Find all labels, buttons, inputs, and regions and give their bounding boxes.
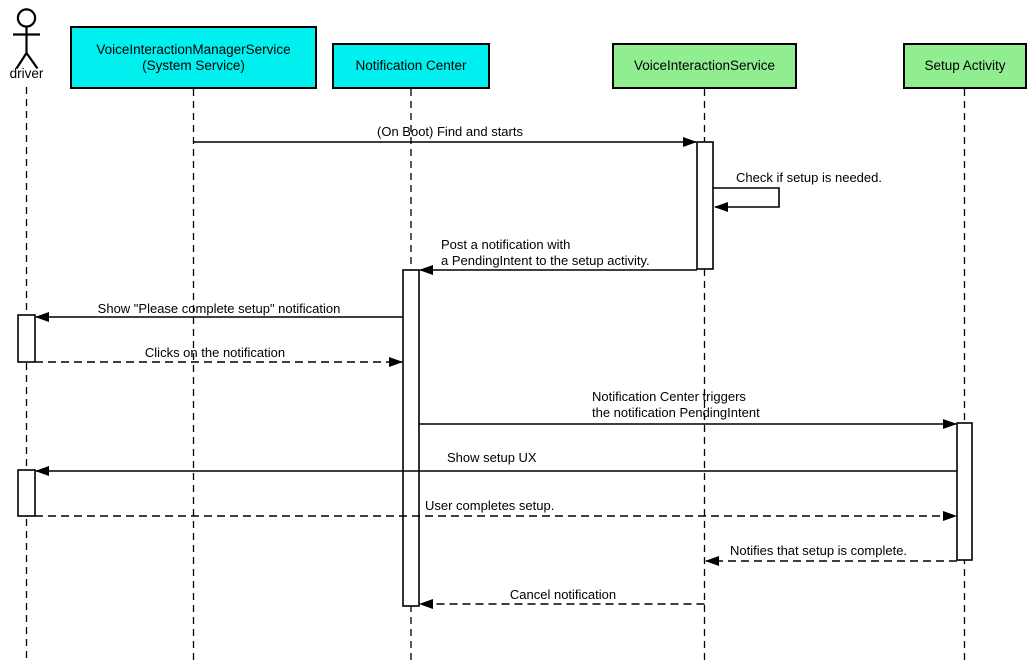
participant-label-line2: (System Service) <box>142 57 245 73</box>
message-arrow-check-if-setup-is-needed <box>713 187 780 212</box>
message-label-on-boot-find-and-starts: (On Boot) Find and starts <box>377 124 523 139</box>
message-label-check-if-setup-is-needed: Check if setup is needed. <box>736 170 882 185</box>
message-label-cancel-notification: Cancel notification <box>509 587 617 602</box>
message-label-clicks-on-the-notification: Clicks on the notification <box>144 345 286 360</box>
actor-icon <box>13 8 40 70</box>
participant-box-voice-interaction-manager-service: VoiceInteractionManagerService (System S… <box>70 26 317 89</box>
participant-label-line1: VoiceInteractionManagerService <box>96 41 291 57</box>
message-label-notification-center-triggers-pendingintent: Notification Center triggers the notific… <box>592 389 760 420</box>
participant-label: Notification Center <box>355 58 467 73</box>
activation-bar-driver-1 <box>17 314 36 363</box>
activation-bar-notification-center <box>402 269 420 607</box>
participant-label: VoiceInteractionService <box>633 58 776 73</box>
activation-bar-setup-activity <box>956 422 973 561</box>
message-label-show-please-complete-setup-notification: Show "Please complete setup" notificatio… <box>97 301 341 316</box>
message-label-notifies-setup-complete: Notifies that setup is complete. <box>730 543 908 558</box>
message-label-show-setup-ux: Show setup UX <box>447 450 537 465</box>
activation-bar-driver-2 <box>17 469 36 517</box>
message-label-user-completes-setup: User completes setup. <box>425 498 555 513</box>
participant-box-voice-interaction-service: VoiceInteractionService <box>612 43 797 89</box>
participant-box-notification-center: Notification Center <box>332 43 490 89</box>
message-label-line1: Post a notification with <box>441 237 571 252</box>
activation-bar-voice-interaction-service <box>696 141 714 270</box>
participant-label: Setup Activity <box>924 58 1006 73</box>
message-label-line1: Notification Center triggers <box>592 389 746 404</box>
message-label-line2: the notification PendingIntent <box>592 404 760 420</box>
actor-label: driver <box>9 66 44 81</box>
participant-box-setup-activity: Setup Activity <box>903 43 1027 89</box>
message-label-line2: a PendingIntent to the setup activity. <box>441 252 650 268</box>
message-label-post-a-notification: Post a notification with a PendingIntent… <box>441 237 650 268</box>
